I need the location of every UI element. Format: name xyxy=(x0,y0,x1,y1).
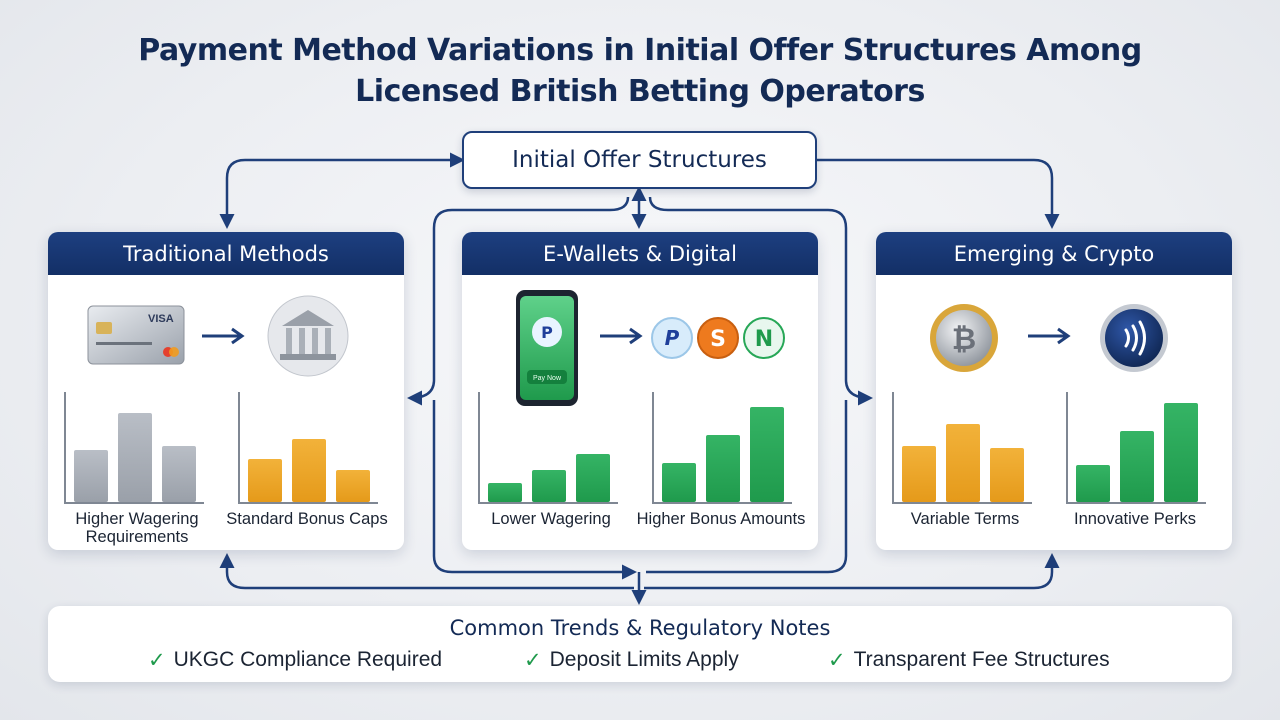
connector-bottom-to-crypto xyxy=(644,553,1060,590)
panel-header: Traditional Methods xyxy=(48,232,404,275)
neteller-icon: N xyxy=(743,317,785,359)
bar xyxy=(248,459,282,502)
svg-text:₿: ₿ xyxy=(952,322,976,357)
note-item: ✓ UKGC Compliance Required xyxy=(148,648,442,672)
chart-variable-terms xyxy=(892,392,1032,504)
skrill-icon: S xyxy=(697,317,739,359)
note-text: Transparent Fee Structures xyxy=(853,648,1110,671)
chart-axis-y xyxy=(478,392,480,502)
chart-axis-y xyxy=(238,392,240,502)
connector-top-to-crypto xyxy=(817,158,1060,229)
bar xyxy=(662,463,696,502)
paypal-icon: P xyxy=(651,317,693,359)
regulatory-notes-panel: Common Trends & Regulatory Notes ✓ UKGC … xyxy=(48,606,1232,682)
bar xyxy=(118,413,152,502)
panel-emerging-crypto: Emerging & Crypto ₿ Va xyxy=(876,232,1232,550)
bar xyxy=(336,470,370,502)
bar xyxy=(1164,403,1198,502)
title-line-2: Licensed British Betting Operators xyxy=(355,74,925,109)
panel-icon-row: ₿ xyxy=(876,292,1232,382)
chart-label-standard-bonus-caps: Standard Bonus Caps xyxy=(226,510,388,528)
bar xyxy=(902,446,936,502)
panel-ewallets-digital: E-Wallets & Digital P Pay Now P S N xyxy=(462,232,818,550)
connector-loop-bottom xyxy=(432,400,637,580)
bar xyxy=(74,450,108,502)
chart-label-higher-wagering: Higher Wagering Requirements xyxy=(75,510,199,546)
note-item: ✓ Transparent Fee Structures xyxy=(828,648,1110,672)
regulatory-notes-title: Common Trends & Regulatory Notes xyxy=(449,616,831,640)
bar xyxy=(292,439,326,502)
connector-loop-left xyxy=(407,196,630,406)
chart-label-variable-terms: Variable Terms xyxy=(910,510,1020,528)
note-item: ✓ Deposit Limits Apply xyxy=(524,648,739,672)
panel-header: Emerging & Crypto xyxy=(876,232,1232,275)
bar xyxy=(488,483,522,502)
bar xyxy=(706,435,740,502)
chart-axis-x xyxy=(238,502,378,504)
chart-axis-y xyxy=(64,392,66,502)
bar xyxy=(162,446,196,502)
smartphone-icon: P Pay Now xyxy=(516,290,578,406)
chart-axis-x xyxy=(652,502,792,504)
chart-axis-x xyxy=(478,502,618,504)
page-title: Payment Method Variations in Initial Off… xyxy=(0,30,1280,112)
chart-axis-y xyxy=(652,392,654,502)
connector-top-to-traditional xyxy=(219,152,465,229)
svg-text:P: P xyxy=(541,323,553,342)
bar xyxy=(576,454,610,502)
paypal-letter: P xyxy=(665,326,680,350)
chart-axis-y xyxy=(1066,392,1068,502)
chart-standard-bonus-caps xyxy=(238,392,378,504)
panel-icon-row: P Pay Now P S N xyxy=(462,290,818,406)
chart-higher-wagering xyxy=(64,392,204,504)
bar xyxy=(750,407,784,502)
initial-offer-structures-node: Initial Offer Structures xyxy=(462,131,817,189)
chart-lower-wagering xyxy=(478,392,618,504)
bar xyxy=(532,470,566,502)
arrow-right-icon xyxy=(1028,327,1071,345)
phone-pay-button: Pay Now xyxy=(533,375,562,382)
check-icon: ✓ xyxy=(148,648,166,672)
connector-loop-right xyxy=(648,196,873,406)
connector-loop-bottom-right xyxy=(646,400,848,574)
chart-axis-y xyxy=(892,392,894,502)
connector-bottom-to-traditional xyxy=(219,553,634,590)
bar xyxy=(946,424,980,502)
arrow-right-icon xyxy=(202,327,245,345)
contactless-icon xyxy=(1100,304,1168,372)
credit-card-icon: VISA xyxy=(87,305,185,365)
chart-innovative-perks xyxy=(1066,392,1206,504)
bar xyxy=(1120,431,1154,502)
panel-traditional-methods: Traditional Methods VISA xyxy=(48,232,404,550)
panel-icon-row: VISA xyxy=(48,292,404,382)
skrill-letter: S xyxy=(710,327,726,352)
neteller-letter: N xyxy=(755,327,773,352)
panel-header: E-Wallets & Digital xyxy=(462,232,818,275)
chart-axis-x xyxy=(64,502,204,504)
bar xyxy=(1076,465,1110,502)
check-icon: ✓ xyxy=(524,648,542,672)
title-line-1: Payment Method Variations in Initial Off… xyxy=(138,33,1142,68)
chart-label-higher-bonus-amounts: Higher Bonus Amounts xyxy=(636,510,806,528)
bank-icon xyxy=(267,295,349,377)
card-brand: VISA xyxy=(148,313,174,325)
chart-higher-bonus-amounts xyxy=(652,392,792,504)
chart-label-innovative-perks: Innovative Perks xyxy=(1074,510,1196,528)
check-icon: ✓ xyxy=(828,648,846,672)
bitcoin-icon: ₿ xyxy=(930,304,998,372)
chart-axis-x xyxy=(892,502,1032,504)
chart-axis-x xyxy=(1066,502,1206,504)
arrow-right-icon xyxy=(600,327,643,345)
bar xyxy=(990,448,1024,502)
chart-label-lower-wagering: Lower Wagering xyxy=(491,510,611,528)
note-text: UKGC Compliance Required xyxy=(173,648,443,671)
note-text: Deposit Limits Apply xyxy=(549,648,739,671)
